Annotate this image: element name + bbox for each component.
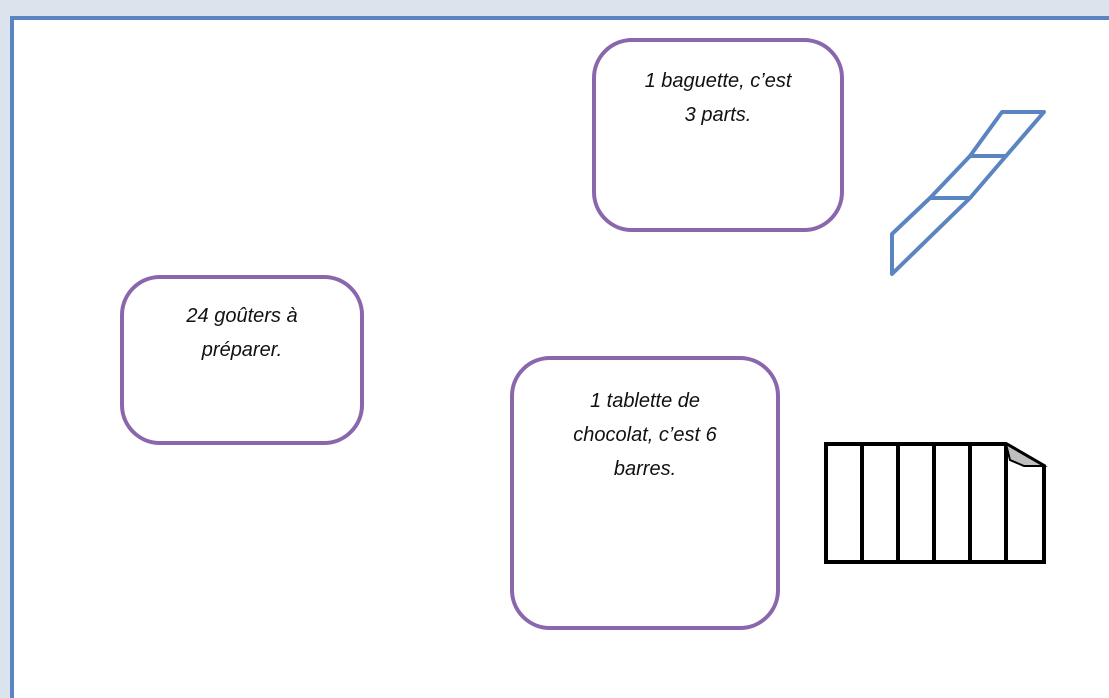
card-chocolat: 1 tablette de chocolat, c’est 6 barres. xyxy=(510,356,780,630)
card-baguette-line-1: 1 baguette, c’est xyxy=(644,70,792,92)
baguette-part-2 xyxy=(928,154,1008,200)
card-baguette-line-2: 3 parts. xyxy=(684,104,752,126)
card-chocolat-line-3: barres. xyxy=(613,458,677,480)
card-gouters-line-2: préparer. xyxy=(201,339,283,361)
baguette-part-3 xyxy=(968,110,1046,158)
card-gouters: 24 goûters à préparer. xyxy=(120,275,364,445)
baguette-icon xyxy=(890,110,1046,276)
card-chocolat-line-2: chocolat, c’est 6 xyxy=(573,424,717,446)
chocolate-wrapper-fold xyxy=(1004,441,1048,467)
card-baguette: 1 baguette, c’est 3 parts. xyxy=(592,38,844,232)
card-chocolat-line-1: 1 tablette de xyxy=(589,390,701,412)
baguette-part-1 xyxy=(890,196,972,276)
chocolate-outline xyxy=(824,442,1046,564)
worksheet-page: 1 baguette, c’est 3 parts. 24 goûters à … xyxy=(10,16,1109,698)
chocolate-bar-icon xyxy=(824,441,1048,564)
card-gouters-line-1: 24 goûters à xyxy=(186,305,298,327)
